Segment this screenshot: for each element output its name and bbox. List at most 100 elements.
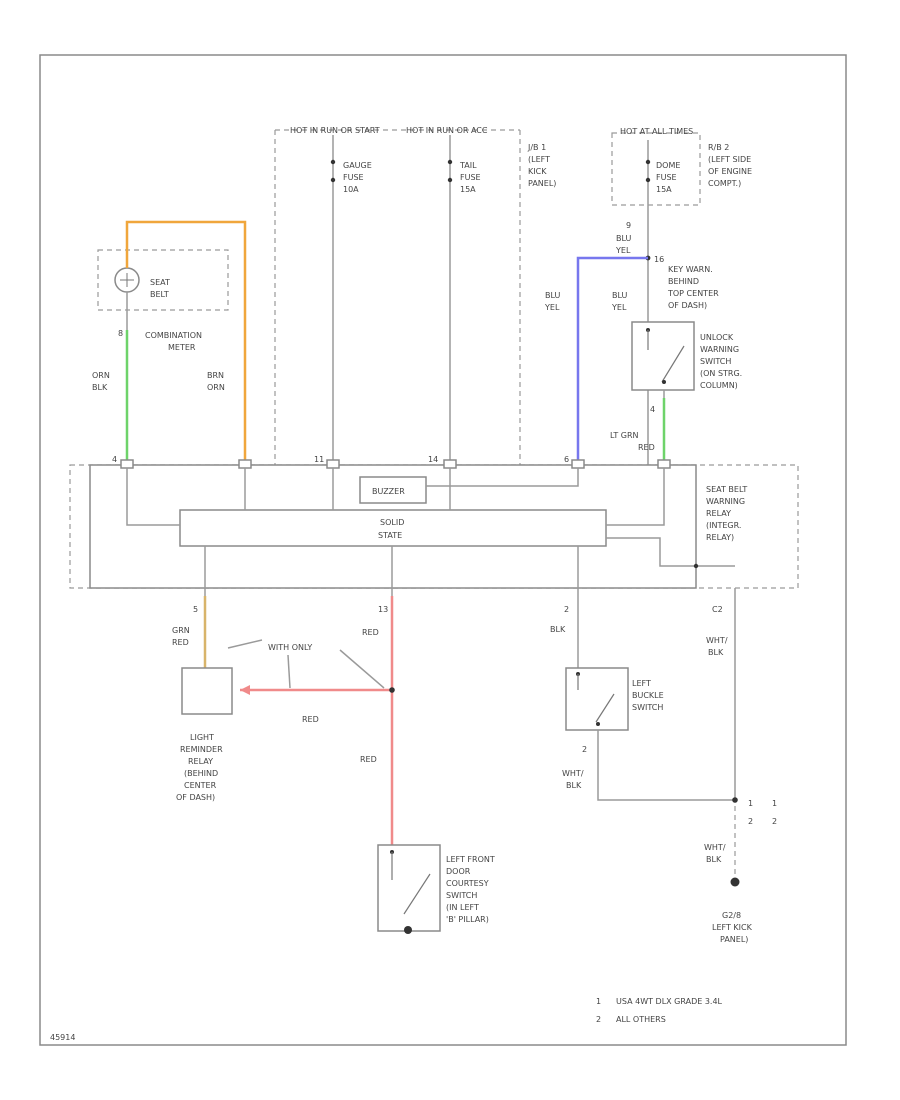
left-buckle-switch: 2 BLK LEFT BUCKLE SWITCH 2 WHT/ BLK <box>550 588 735 801</box>
with-only-label: WITH ONLY <box>268 643 312 652</box>
ground-option-1-mark: 1 <box>772 799 777 808</box>
terminal-gauge <box>326 459 340 469</box>
internal-wire-5 <box>606 468 665 526</box>
tail-fuse-terminal-bottom <box>447 177 453 183</box>
relay-label: SEAT BELT WARNING RELAY (INTEGR. RELAY) <box>706 485 750 542</box>
buzzer-label: BUZZER <box>372 487 405 496</box>
wire-blu-yel-b-label: BLU YEL <box>611 291 630 312</box>
wire-blu-yel-a <box>576 256 648 465</box>
buckle-switch-label: LEFT BUCKLE SWITCH <box>632 679 666 712</box>
pin-14-label: 14 <box>428 455 438 464</box>
wire-wht-blk-1-label: WHT/ BLK <box>562 769 586 790</box>
light-reminder-box <box>181 667 233 715</box>
relay-boundary <box>69 464 799 589</box>
buckle-return-wire <box>597 730 735 801</box>
door-switch-box <box>377 844 441 932</box>
hot-in-run-acc-label: HOT IN RUN OR ACC <box>406 126 488 135</box>
tail-fuse-terminal-top <box>447 159 453 165</box>
terminal-seat-belt-1 <box>120 459 134 469</box>
wire-blu-yel-a-label: BLU YEL <box>544 291 563 312</box>
pin-16-label: 16 <box>654 255 664 264</box>
solid-state-box <box>179 509 607 547</box>
dome-fuse-label: DOME FUSE 15A <box>656 161 683 194</box>
seat-belt-warning-relay: SEAT BELT WARNING RELAY (INTEGR. RELAY) … <box>69 455 799 589</box>
jb1-label: J/B 1 (LEFT KICK PANEL) <box>527 143 556 188</box>
gauge-fuse-terminal-top <box>330 159 336 165</box>
buzzer-box <box>359 476 427 504</box>
dome-fuse-terminal-top <box>645 159 651 165</box>
tail-fuse-label: TAIL FUSE 15A <box>459 161 483 194</box>
buckle-blade <box>595 693 615 723</box>
wire-red-3-label: RED <box>360 755 377 764</box>
solid-state-label: SOLID STATE <box>378 518 407 540</box>
jb1-boundary <box>274 129 521 465</box>
note-2-text: ALL OTHERS <box>616 1015 666 1024</box>
pin-2-label: 2 <box>564 605 569 614</box>
switch-blade <box>661 345 685 383</box>
red-splice <box>389 687 395 693</box>
wire-red-2-label: RED <box>302 715 319 724</box>
ground-option-2: 2 <box>748 817 753 826</box>
pin-13-label: 13 <box>378 605 388 614</box>
hot-at-all-times-label: HOT AT ALL TIMES <box>620 127 693 136</box>
red-arrow-head <box>240 685 250 695</box>
door-switch-ground <box>404 926 412 934</box>
wire-blk-label: BLK <box>550 625 566 634</box>
terminal-blu-yel <box>571 459 585 469</box>
key-warn-label: KEY WARN. BEHIND TOP CENTER OF DASH) <box>667 265 721 310</box>
combination-meter-boundary <box>97 249 229 311</box>
door-switch-label: LEFT FRONT DOOR COURTESY SWITCH (IN LEFT… <box>446 855 497 924</box>
ground-label: G2/8 LEFT KICK PANEL) <box>712 911 754 944</box>
rb2-boundary <box>611 132 701 206</box>
diagram-frame <box>39 54 847 1046</box>
light-reminder-label: LIGHT REMINDER RELAY (BEHIND CENTER OF D… <box>176 733 225 802</box>
terminal-lt-grn-red <box>657 459 671 469</box>
pin-2b-label: 2 <box>582 745 587 754</box>
lamp-icon <box>120 273 134 287</box>
unlock-switch-label: UNLOCK WARNING SWITCH (ON STRG. COLUMN) <box>700 333 745 390</box>
with-only-pointer-1 <box>227 639 263 649</box>
note-2-mark: 2 <box>596 1015 601 1024</box>
light-reminder-relay: 5 GRN RED LIGHT REMINDER RELAY (BEHIND C… <box>172 588 385 802</box>
power-supply-section: HOT IN RUN OR START HOT IN RUN OR ACC J/… <box>274 126 755 465</box>
wire-brn-orn <box>125 220 247 465</box>
seat-belt-indicator: SEAT BELT 8 COMBINATION METER ORN BLK BR… <box>92 220 247 465</box>
pin-c1-label: 5 <box>193 605 198 614</box>
with-only-pointer-3 <box>339 649 385 689</box>
notes: 1 USA 4WT DLX GRADE 3.4L 2 ALL OTHERS <box>596 997 723 1024</box>
door-switch-blade <box>403 873 431 915</box>
reference-code: 45914 <box>50 1033 75 1042</box>
ground-splice <box>732 797 738 803</box>
wire-grn-red-label: GRN RED <box>172 626 192 647</box>
relay-splice <box>693 563 699 569</box>
pin-4b-label: 4 <box>112 455 117 464</box>
pin-8-label: 8 <box>118 329 123 338</box>
note-1-mark: 1 <box>596 997 601 1006</box>
with-only-pointer-2 <box>287 654 291 689</box>
buckle-contact-bottom <box>596 722 600 726</box>
switch-contact-bottom <box>662 380 666 384</box>
left-front-door-switch: LEFT FRONT DOOR COURTESY SWITCH (IN LEFT… <box>377 844 497 934</box>
unlock-switch-box <box>631 321 695 391</box>
hot-in-run-start-label: HOT IN RUN OR START <box>290 126 380 135</box>
wire-brn-orn-label: BRN ORN <box>207 371 227 392</box>
gauge-fuse-label: GAUGE FUSE 10A <box>343 161 374 194</box>
wire-red-1-label: RED <box>362 628 379 637</box>
ground-option-2-mark: 2 <box>772 817 777 826</box>
pin-11-label: 11 <box>314 455 324 464</box>
pin-4-label: 4 <box>650 405 655 414</box>
internal-wire-1 <box>126 468 180 526</box>
terminal-tail <box>443 459 457 469</box>
pin-6-label: 6 <box>564 455 569 464</box>
terminal-seat-belt-2 <box>238 459 252 469</box>
ground-circuit: C2 WHT/ BLK 1 1 2 2 WHT/ BLK G2/8 LEFT K… <box>704 588 777 944</box>
internal-wire-buzzer <box>426 468 579 487</box>
unlock-warning-switch: UNLOCK WARNING SWITCH (ON STRG. COLUMN) … <box>610 321 745 465</box>
combination-meter-label: COMBINATION METER <box>145 331 205 352</box>
wire-lt-grn-red-label: LT GRN RED <box>610 431 655 452</box>
wire-blu-yel-top-label: BLU YEL <box>615 234 634 255</box>
rb2-label: R/B 2 (LEFT SIDE OF ENGINE COMPT.) <box>708 143 755 188</box>
dome-fuse-terminal-bottom <box>645 177 651 183</box>
pin-c2-label: C2 <box>712 605 723 614</box>
